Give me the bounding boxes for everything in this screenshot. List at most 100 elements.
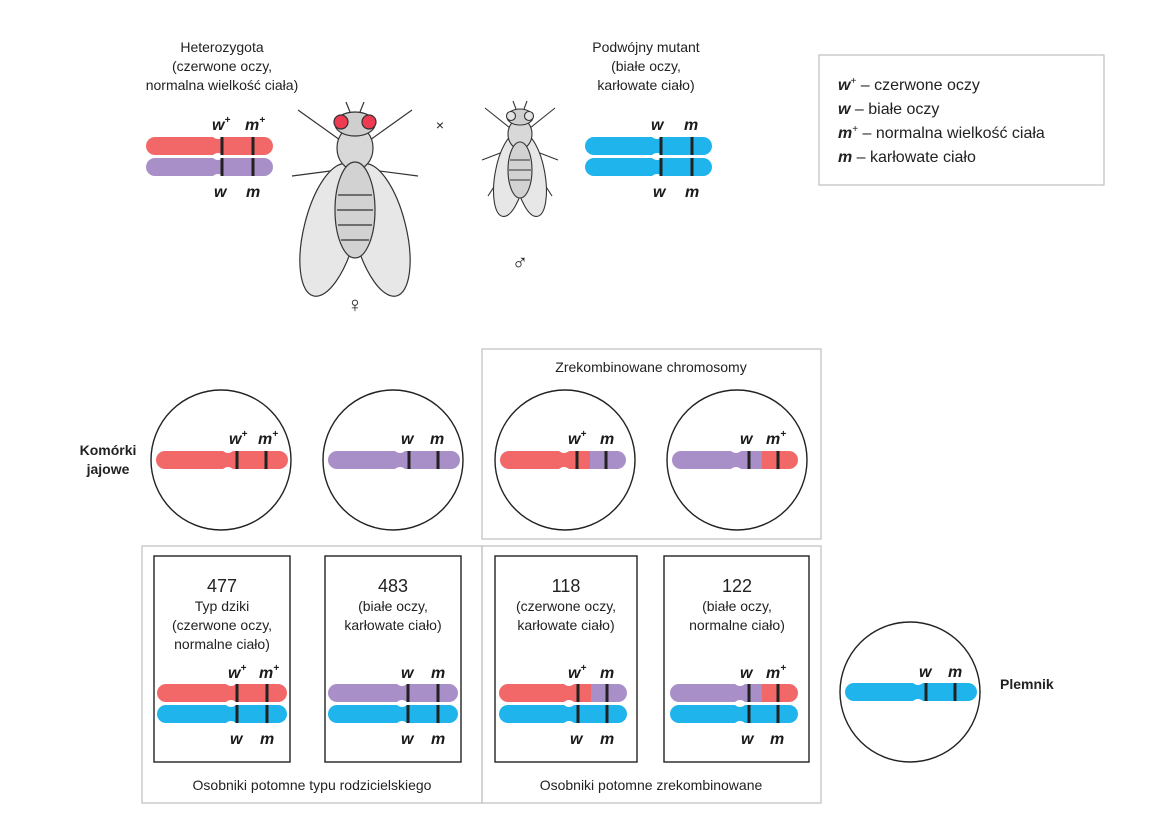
allele-label-w: w xyxy=(401,731,415,748)
allele-label-m: m xyxy=(770,731,784,748)
female-top-allele-labels: w+ m+ xyxy=(212,115,265,134)
allele-label-m-plus: m+ xyxy=(766,429,786,448)
egg-cell-1: w+ m+ xyxy=(150,389,292,531)
legend-item-w-plus: w+ – czerwone oczy xyxy=(838,76,980,94)
allele-label-m-plus: m+ xyxy=(766,663,786,682)
allele-label-w: w xyxy=(651,117,665,134)
egg-cell-4: w m+ xyxy=(666,389,808,531)
allele-label-w: w xyxy=(230,731,244,748)
sperm-cell: w m xyxy=(839,621,981,763)
chromosome-red xyxy=(156,451,288,469)
chromosome-red-purple xyxy=(500,451,590,469)
recombinant-offspring-label: Osobniki potomne zrekombinowane xyxy=(540,777,763,793)
recombinant-offspring-group xyxy=(481,545,822,804)
allele-label-m-plus: m+ xyxy=(245,115,265,134)
chromosome-blue xyxy=(585,158,712,176)
female-chromosome-pair xyxy=(146,137,273,176)
allele-label-m: m xyxy=(260,731,274,748)
chromosome-purple-red xyxy=(670,684,762,702)
legend: w+ – czerwone oczy w – białe oczy m+ – n… xyxy=(838,76,1045,166)
offspring-count: 483 xyxy=(378,576,408,596)
legend-item-m-plus: m+ – normalna wielkość ciała xyxy=(838,124,1045,142)
chromosome-purple xyxy=(146,158,273,176)
female-caption-line2: (czerwone oczy, xyxy=(172,58,272,74)
allele-label-w: w xyxy=(401,431,415,448)
female-bottom-allele-labels: w m xyxy=(214,184,260,201)
allele-label-w: w xyxy=(214,184,228,201)
allele-label-m: m xyxy=(430,431,444,448)
chromosome-blue xyxy=(157,705,287,723)
male-top-allele-labels: w m xyxy=(651,117,698,134)
chromosome-red-segment xyxy=(762,684,798,702)
chromosome-blue xyxy=(499,705,627,723)
allele-label-m: m xyxy=(246,184,260,201)
male-bottom-allele-labels: w m xyxy=(653,184,699,201)
male-caption-line2: (białe oczy, xyxy=(611,58,681,74)
chromosome-red-purple xyxy=(499,684,591,702)
offspring-desc-line1: (białe oczy, xyxy=(358,598,428,614)
offspring-card-2: 483 (białe oczy, karłowate ciało) w m w … xyxy=(324,555,462,763)
chromosome-blue xyxy=(670,705,798,723)
chromosome-blue xyxy=(845,683,977,701)
allele-label-w-plus: w+ xyxy=(229,429,247,448)
offspring-count: 477 xyxy=(207,576,237,596)
allele-label-m-plus: m+ xyxy=(258,429,278,448)
allele-label-w: w xyxy=(401,665,415,682)
eggs-label-line2: jajowe xyxy=(86,461,130,477)
offspring-desc-line1: Typ dziki xyxy=(195,598,249,614)
eggs-label-line1: Komórki xyxy=(80,442,137,458)
sperm-label: Plemnik xyxy=(1000,676,1054,692)
allele-label-m: m xyxy=(948,664,962,681)
chromosome-purple-segment xyxy=(591,684,627,702)
allele-label-m: m xyxy=(600,731,614,748)
allele-label-m: m xyxy=(685,184,699,201)
recombined-chromosomes-title: Zrekombinowane chromosomy xyxy=(555,359,746,375)
chromosome-purple-segment xyxy=(590,451,626,469)
offspring-card-4: 122 (białe oczy, normalne ciało) w m+ w … xyxy=(663,555,810,763)
allele-label-w: w xyxy=(741,731,755,748)
egg-cell-3: w+ m xyxy=(494,389,636,531)
legend-box xyxy=(818,54,1105,186)
offspring-card-3: 118 (czerwone oczy, karłowate ciało) w+ … xyxy=(494,555,638,763)
male-fly-illustration xyxy=(481,100,559,217)
cross-sign: × xyxy=(436,117,444,133)
allele-label-w: w xyxy=(653,184,667,201)
allele-label-w-plus: w+ xyxy=(568,429,586,448)
offspring-desc-line1: (czerwone oczy, xyxy=(516,598,616,614)
parental-offspring-label: Osobniki potomne typu rodzicielskiego xyxy=(193,777,432,793)
chromosome-red xyxy=(157,684,287,702)
offspring-desc-line2: normalne ciało) xyxy=(689,617,785,633)
allele-label-w-plus: w+ xyxy=(212,115,230,134)
allele-label-w-plus: w+ xyxy=(568,663,586,682)
female-title: Heterozygota xyxy=(180,39,263,55)
offspring-desc-line2: karłowate ciało) xyxy=(517,617,614,633)
offspring-desc-line1: (białe oczy, xyxy=(702,598,772,614)
allele-label-m: m xyxy=(600,665,614,682)
allele-label-m: m xyxy=(684,117,698,134)
male-caption-line3: karłowate ciało) xyxy=(597,77,694,93)
male-chromosome-pair xyxy=(585,137,712,176)
offspring-desc-line3: normalne ciało) xyxy=(174,636,270,652)
chromosome-red-segment xyxy=(762,451,798,469)
allele-label-m: m xyxy=(431,731,445,748)
legend-item-m: m – karłowate ciało xyxy=(838,149,976,166)
fly-eye-red xyxy=(333,114,349,130)
allele-label-w: w xyxy=(740,665,754,682)
offspring-card-1: 477 Typ dziki (czerwone oczy, normalne c… xyxy=(153,555,291,763)
allele-label-m-plus: m+ xyxy=(259,663,279,682)
chromosome-purple-red xyxy=(672,451,762,469)
allele-label-w: w xyxy=(570,731,584,748)
fly-eye-red xyxy=(361,114,377,130)
chromosome-purple xyxy=(328,684,458,702)
offspring-count: 122 xyxy=(722,576,752,596)
allele-label-w: w xyxy=(740,431,754,448)
female-symbol: ♀ xyxy=(347,292,364,317)
offspring-desc-line2: (czerwone oczy, xyxy=(172,617,272,633)
egg-cell-2: w m xyxy=(322,389,464,531)
offspring-desc-line2: karłowate ciało) xyxy=(344,617,441,633)
female-fly-illustration xyxy=(291,101,419,297)
chromosome-red xyxy=(146,137,273,155)
offspring-count: 118 xyxy=(552,576,581,596)
chromosome-blue xyxy=(328,705,458,723)
